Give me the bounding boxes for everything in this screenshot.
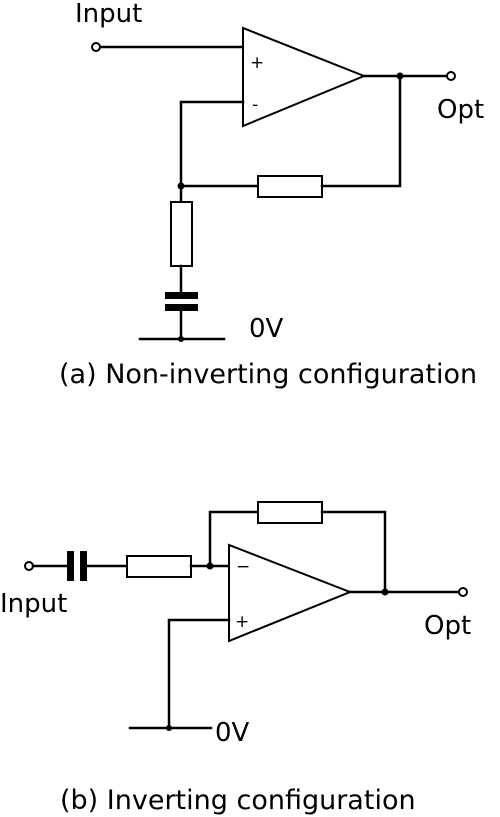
non-inverting-circuit: Input + - Opt 0V (a) Non-inverting confi…: [59, 0, 484, 390]
feedback-wire-right-b: [320, 510, 387, 594]
input-resistor-b: [126, 555, 192, 578]
capacitor-plate-2-b: [80, 551, 87, 581]
ground-label-b: 0V: [215, 718, 250, 748]
output-terminal-a: [446, 71, 456, 81]
feedback-resistor-a: [257, 175, 323, 198]
capacitor-plate-1-a: [165, 292, 198, 299]
feedback-resistor-b: [257, 501, 323, 524]
inverting-input-wire-a: [179, 100, 245, 188]
capacitor-plate-2-a: [165, 304, 198, 311]
minus-sign-a: -: [252, 95, 258, 115]
inverting-circuit: Input − + Opt 0V (b) Inverting configura…: [0, 501, 471, 816]
capacitor-plate-1-b: [67, 551, 74, 581]
feedback-wire-right-a: [320, 74, 402, 188]
output-terminal-b: [458, 587, 468, 597]
caption-b: (b) Inverting configuration: [60, 785, 416, 816]
plus-sign-b: +: [235, 612, 249, 632]
non-inverting-input-wire-b: [167, 618, 231, 730]
input-terminal-a: [91, 42, 101, 52]
op-amp-a: [242, 26, 367, 128]
ground-resistor-a: [170, 201, 193, 267]
op-amp-b: [228, 543, 353, 643]
output-node-b: [381, 588, 389, 596]
input-label-a: Input: [75, 0, 142, 29]
minus-sign-b: −: [236, 557, 250, 577]
feedback-wire-left-b: [208, 510, 260, 568]
output-label-b: Opt: [424, 611, 471, 641]
output-label-a: Opt: [437, 95, 484, 125]
input-label-b: Input: [0, 589, 67, 619]
caption-a: (a) Non-inverting configuration: [59, 359, 477, 390]
ground-label-a: 0V: [249, 314, 284, 344]
plus-sign-a: +: [250, 53, 264, 73]
